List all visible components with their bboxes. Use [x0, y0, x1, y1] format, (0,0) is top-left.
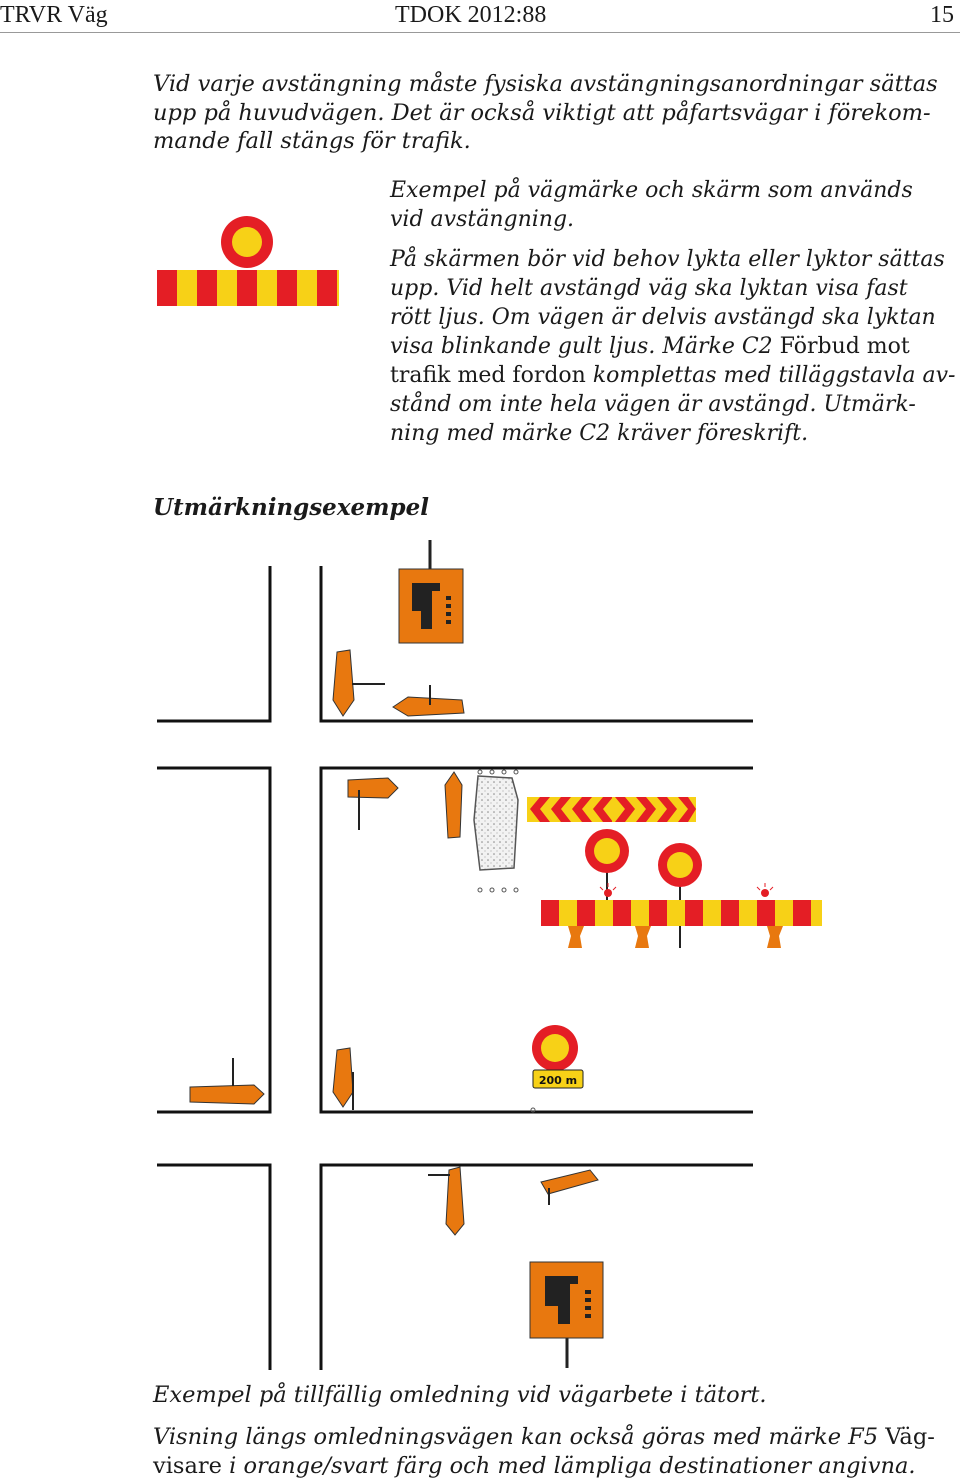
construction-area [473, 769, 519, 893]
road-edges [157, 566, 753, 1370]
footer-paragraph: Visning längs omledningsvägen kan också … [153, 1424, 935, 1479]
c2-sign-with-distance-plate: 200 m [530, 1025, 584, 1113]
page-number: 15 [930, 2, 954, 28]
arrow-sign-posts [232, 683, 550, 1205]
figure-caption: Exempel på tillfällig omledning vid väga… [153, 1382, 767, 1408]
warning-lantern-icon [599, 883, 774, 897]
chevron-board-right [612, 797, 696, 822]
section-heading: Utmärkningsexempel [153, 494, 429, 521]
page-header: TRVR Väg TDOK 2012:88 15 [0, 0, 960, 32]
road-barrier [541, 883, 822, 948]
header-divider [0, 32, 960, 33]
distance-plate: 200 m [539, 1074, 577, 1087]
lantern-instructions: På skärmen bör vid behov lykta eller lyk… [390, 247, 956, 446]
header-document-id: TDOK 2012:88 [395, 2, 547, 28]
intro-paragraph: Vid varje avstängning måste fysiska avst… [153, 71, 938, 154]
c2-sign-right [658, 843, 702, 948]
arrow-sign [189, 649, 599, 1236]
detour-sign-bottom [529, 1261, 604, 1368]
header-left: TRVR Väg [0, 2, 108, 28]
detour-sign-top [398, 540, 464, 644]
sign-example-caption: Exempel på vägmärke och skärm som använd… [390, 178, 913, 232]
